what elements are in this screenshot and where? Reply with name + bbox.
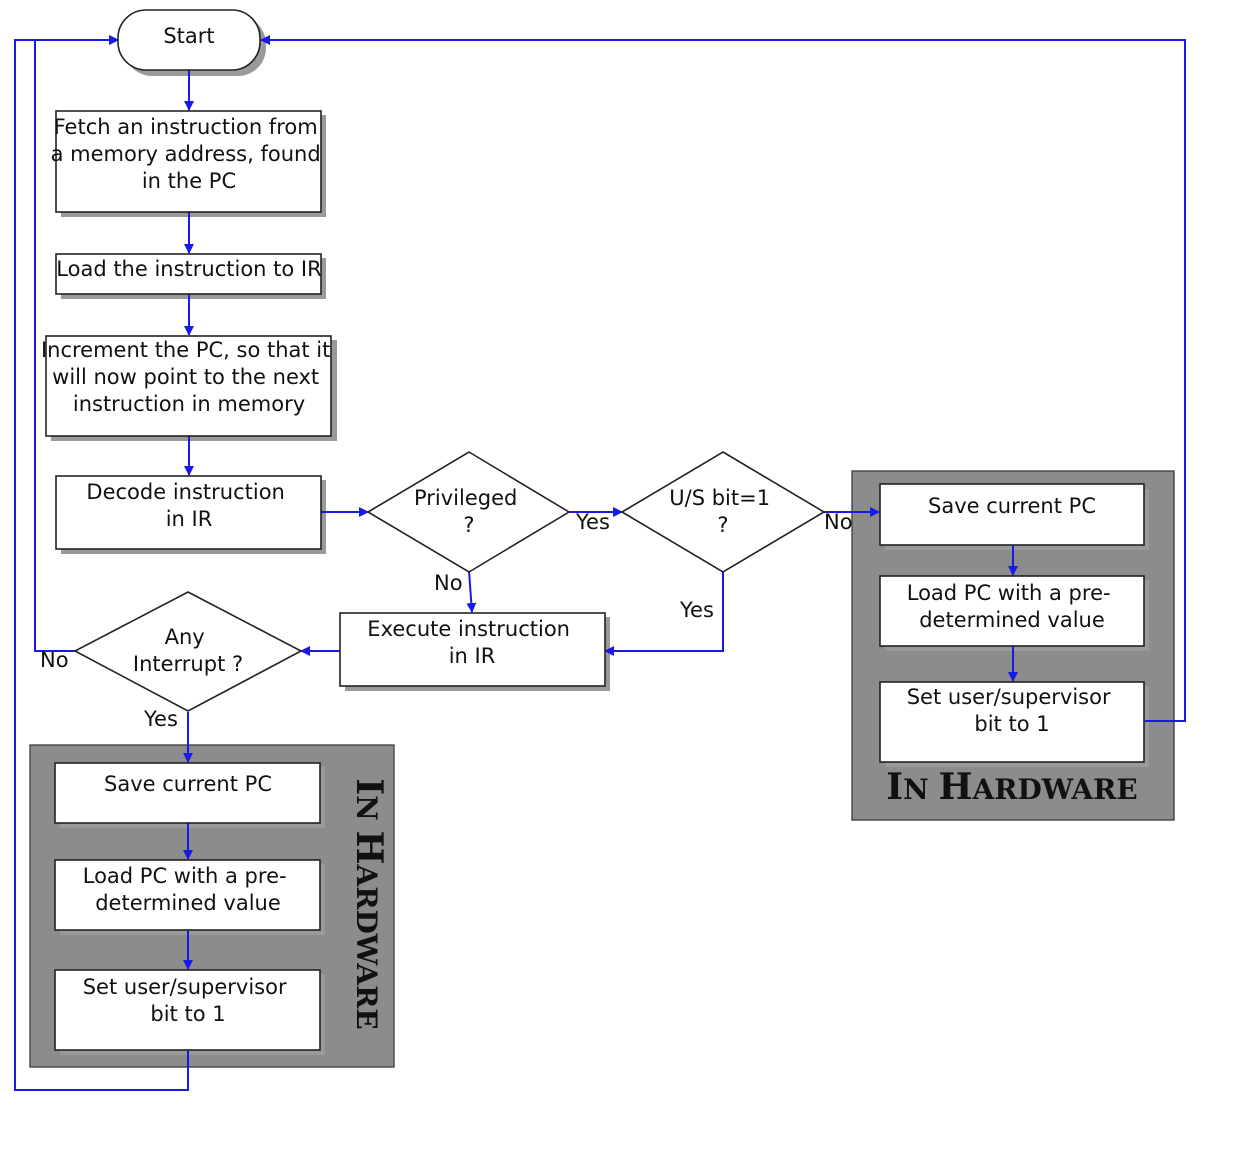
- right-set-bit-box: [879, 681, 1145, 763]
- load-ir-label: Load the instruction to IR: [56, 257, 321, 281]
- decode-box: [55, 475, 322, 550]
- hardware-label-right: IN HARDWARE: [886, 766, 1137, 808]
- privileged-label: Privileged ?: [414, 486, 524, 537]
- right-save-pc-box: [879, 483, 1145, 546]
- privileged-decision: [366, 451, 571, 573]
- left-set-bit-label: Set user/supervisor bit to 1: [83, 975, 294, 1026]
- left-set-bit-box: [54, 969, 321, 1051]
- privileged-yes-label: Yes: [575, 510, 610, 534]
- arrow-left-set-to-start: [14, 35, 189, 1091]
- load-ir-box: [55, 253, 322, 295]
- right-load-pc-box: [879, 575, 1145, 647]
- execute-label: Execute instruction in IR: [367, 617, 576, 668]
- left-load-pc-box: [54, 859, 321, 931]
- increment-label: Increment the PC, so that it will now po…: [41, 338, 337, 416]
- left-load-pc-label: Load PC with a pre- determined value: [83, 864, 294, 915]
- start-terminator: [117, 9, 261, 71]
- flow-connectors: [14, 35, 1186, 1091]
- us-bit-no-label: No: [824, 510, 853, 534]
- fetch-label: Fetch an instruction from a memory addre…: [51, 115, 328, 193]
- left-save-pc-box: [54, 762, 321, 824]
- us-bit-label: U/S bit=1 ?: [669, 486, 777, 537]
- increment-box: [45, 335, 332, 437]
- interrupt-yes-label: Yes: [143, 707, 178, 731]
- decode-label: Decode instruction in IR: [86, 480, 291, 531]
- arrow-privileged-to-execute: [466, 570, 477, 613]
- left-save-pc-label: Save current PC: [104, 772, 272, 796]
- interrupt-no-label: No: [40, 648, 69, 672]
- interrupt-decision: [73, 591, 303, 712]
- start-label: Start: [163, 24, 214, 48]
- right-set-bit-label: Set user/supervisor bit to 1: [907, 685, 1118, 736]
- us-bit-decision: [620, 451, 826, 573]
- interrupt-label: Any Interrupt ?: [133, 625, 243, 676]
- hardware-label-left: IN HARDWARE: [348, 778, 390, 1029]
- right-save-pc-label: Save current PC: [928, 494, 1096, 518]
- execute-box: [339, 612, 606, 687]
- fetch-box: [55, 110, 322, 213]
- right-load-pc-label: Load PC with a pre- determined value: [907, 581, 1118, 632]
- arrow-us-bit-to-execute: [604, 571, 724, 656]
- us-bit-yes-label: Yes: [679, 598, 714, 622]
- arrow-right-set-to-start: [260, 35, 1186, 722]
- privileged-no-label: No: [434, 571, 463, 595]
